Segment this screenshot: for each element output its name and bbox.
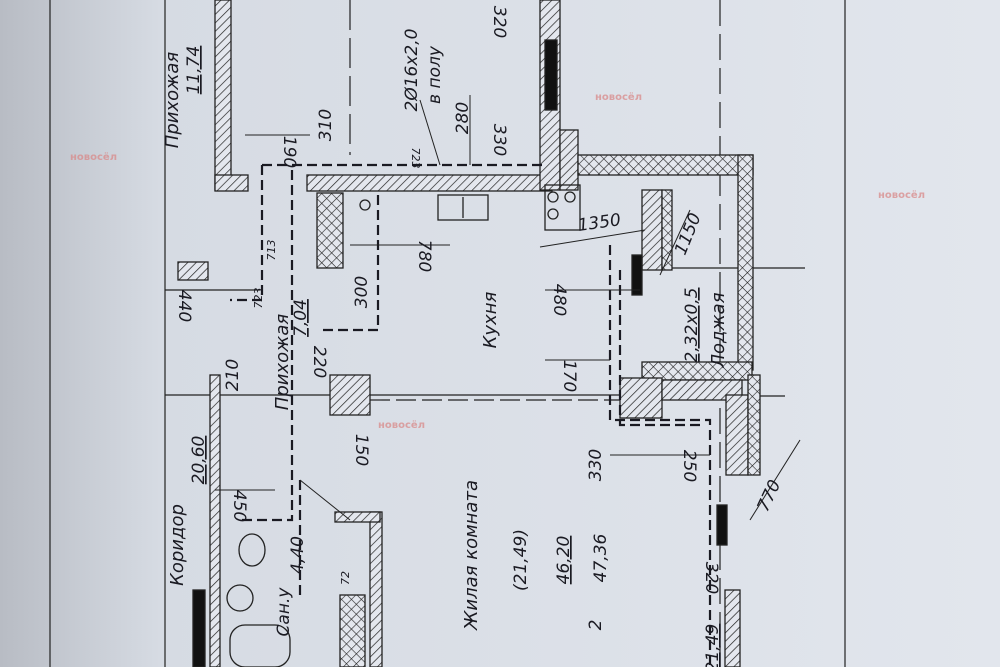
dim-170: 170 (559, 360, 579, 392)
dim-440-left: 440 (174, 290, 194, 322)
room-area-corridor: 20,60 (189, 436, 209, 485)
kitchen-cabinet (316, 192, 344, 269)
dim-330-top: 330 (489, 124, 509, 156)
kitchen-sink (437, 194, 489, 221)
dim-72: 72 (339, 571, 352, 585)
walls (177, 0, 761, 667)
washbasin (226, 584, 254, 612)
dimension-lines (215, 95, 801, 521)
watermark-logo: новосёл (70, 151, 117, 163)
bathtub (229, 624, 291, 667)
dim-150: 150 (351, 434, 371, 466)
stove (544, 184, 581, 231)
room-name-kitchen: Кухня (480, 291, 501, 348)
watermark-logo: новосёл (595, 91, 642, 103)
dim-250: 250 (679, 450, 699, 482)
boundary-dashed (230, 163, 712, 667)
room-area-bathroom: 4,40 (288, 536, 308, 574)
room-area-bottom-right: 21,49 (703, 624, 723, 667)
room-name-hall: Прихожая (272, 314, 293, 411)
apartment-area: 46,20 (554, 536, 574, 585)
room-area-hall-top: 11,74 (184, 46, 204, 95)
room-name-loggia: Лоджая (708, 292, 729, 368)
dim-210: 210 (223, 359, 243, 391)
dim-480: 480 (549, 284, 569, 316)
dim-310: 310 (316, 109, 336, 141)
room-name-living: Жилая комната (461, 480, 482, 631)
dim-280: 280 (453, 102, 473, 134)
dim-723-left: 723 (252, 288, 265, 309)
bathroom-shaft (339, 594, 366, 667)
toilet (238, 533, 266, 567)
room-count: 2 (586, 620, 606, 631)
loggia-size: 2,32x0,5 (682, 288, 702, 363)
watermark-logo: новосёл (878, 189, 925, 201)
dim-780: 780 (414, 240, 434, 272)
dim-723-top: 723 (409, 148, 422, 169)
dim-450: 450 (229, 490, 249, 522)
room-name-hall-top: Прихожая (162, 52, 183, 149)
dim-320-bottom: 320 (701, 562, 721, 594)
room-area-hall: 7,04 (291, 299, 311, 337)
dim-330-mid: 330 (586, 449, 606, 481)
apartment-area-total: 47,36 (591, 533, 611, 582)
dim-190: 190 (279, 136, 299, 168)
dim-300: 300 (352, 276, 372, 308)
dim-320-top: 320 (489, 6, 509, 38)
fixtures (226, 184, 581, 667)
watermark-logo: новосёл (378, 419, 425, 431)
living-area-paren: (21,49) (511, 529, 531, 591)
room-name-bathroom: Сан.у (274, 587, 294, 637)
room-name-corridor: Коридор (167, 504, 188, 586)
dim-713: 713 (265, 240, 278, 261)
pipe-note-sub: в полу (425, 45, 445, 104)
dim-220: 220 (309, 346, 329, 378)
pipe-note: 2Ø16x2,0 (402, 29, 422, 112)
watermarks: новосёл новосёл новосёл новосёл (70, 91, 925, 431)
drain-icon (359, 199, 371, 211)
